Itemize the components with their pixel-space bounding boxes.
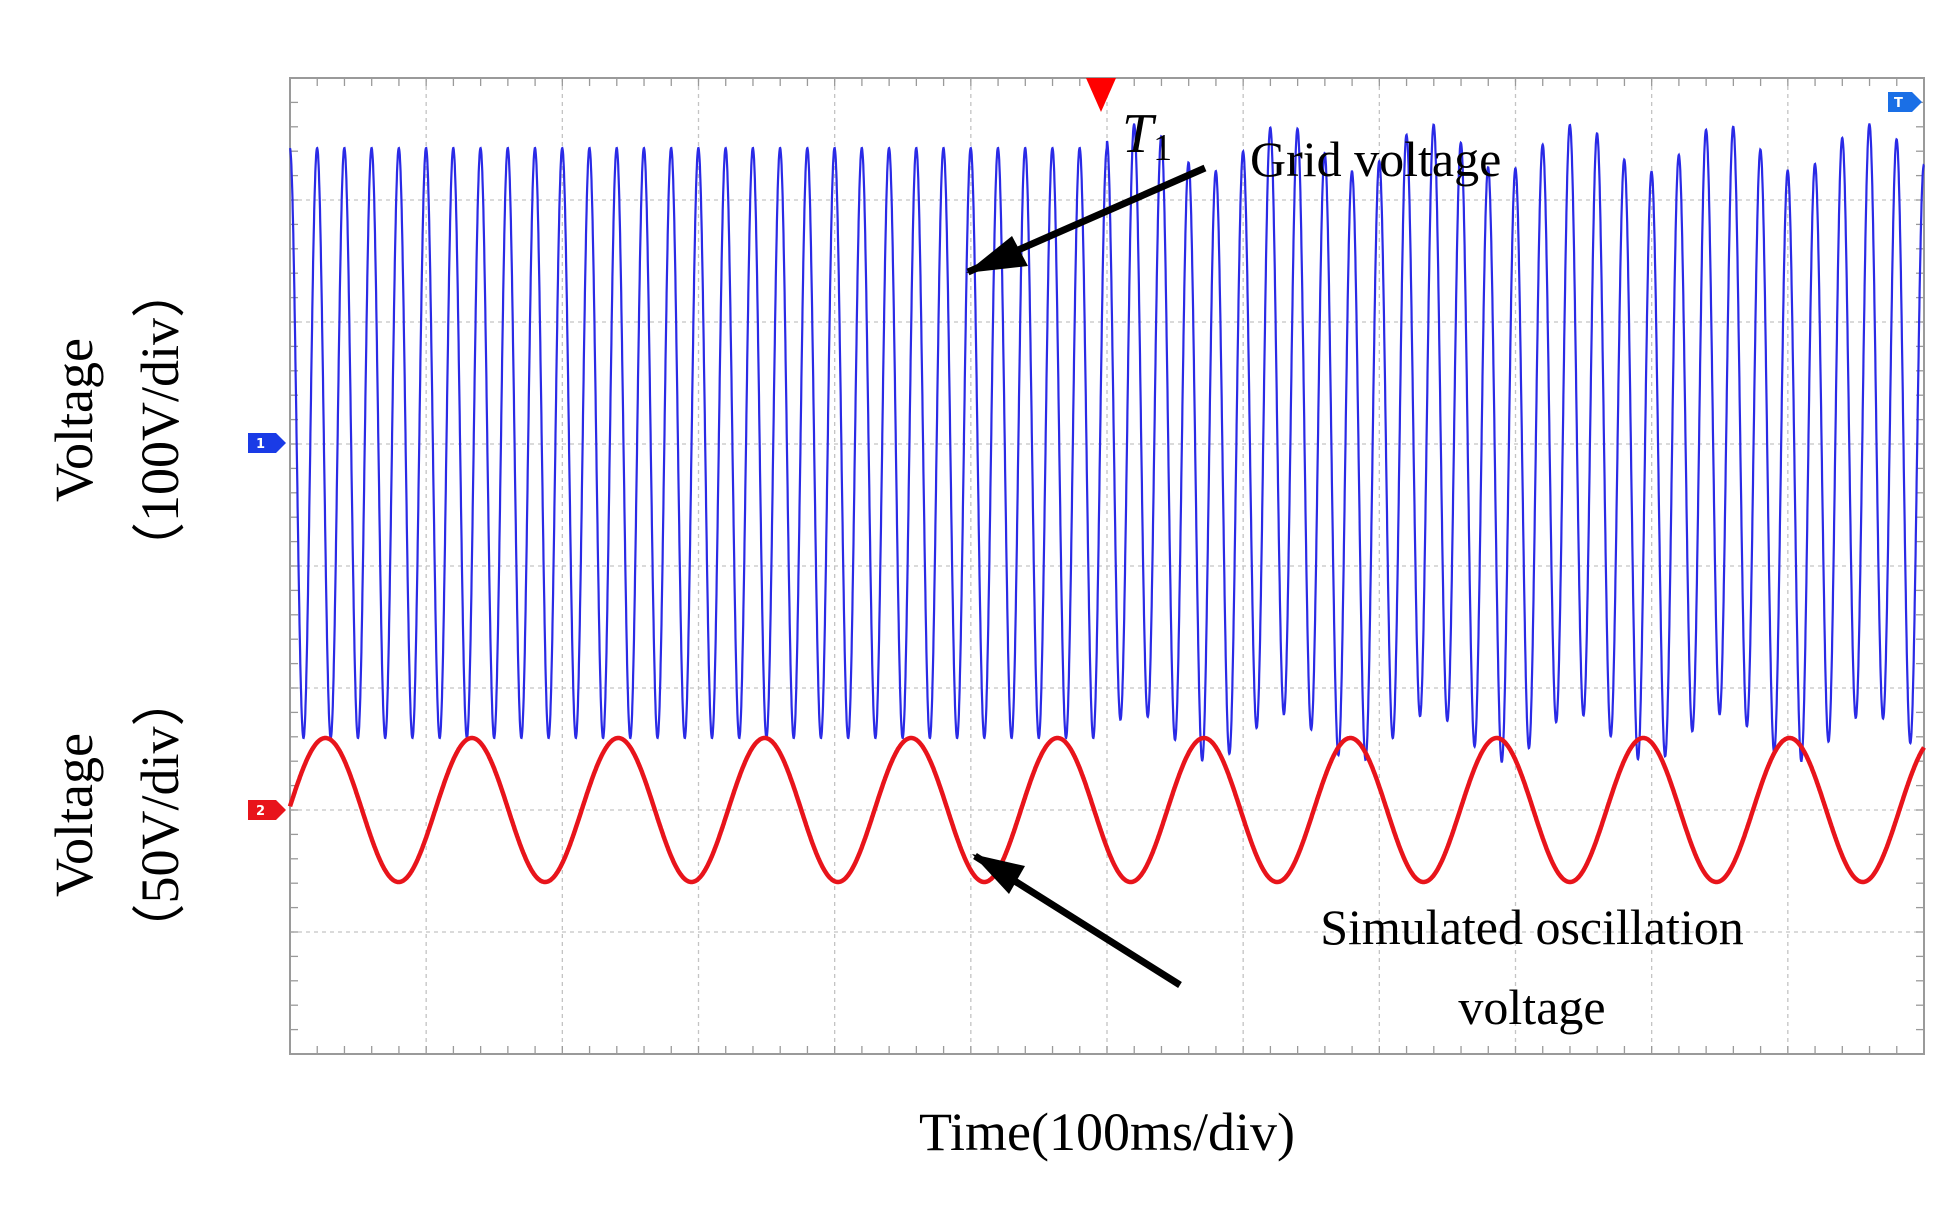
lower-ylabel-line1: Voltage [44,733,104,897]
simulated-oscillation-series [287,735,1926,885]
channel-2-marker-icon: 2 [248,800,286,820]
trigger-level-marker-icon: T [1888,92,1922,112]
oscillation-annotation-line2: voltage [1458,979,1605,1035]
upper-ylabel-line1: Voltage [44,338,104,502]
svg-text:2: 2 [256,804,265,819]
channel-1-marker-icon: 1 [248,433,286,453]
upper-ylabel-line2: （100V/div） [130,264,190,576]
lower-ylabel-line2: （50V/div） [130,672,190,957]
grid-voltage-series [288,123,1925,763]
oscillation-annotation-line1: Simulated oscillation [1320,899,1744,955]
grid-voltage-arrowhead [966,236,1028,273]
svg-text:T: T [1894,96,1903,111]
grid-voltage-annotation: Grid voltage [1250,131,1501,187]
trigger-label: T1 [1122,103,1172,169]
svg-text:1: 1 [256,437,265,452]
oscillation-arrowhead [972,854,1025,894]
x-axis-label: Time(100ms/div) [919,1102,1295,1162]
trigger-marker-icon [1086,78,1116,112]
grid [289,77,1925,1055]
